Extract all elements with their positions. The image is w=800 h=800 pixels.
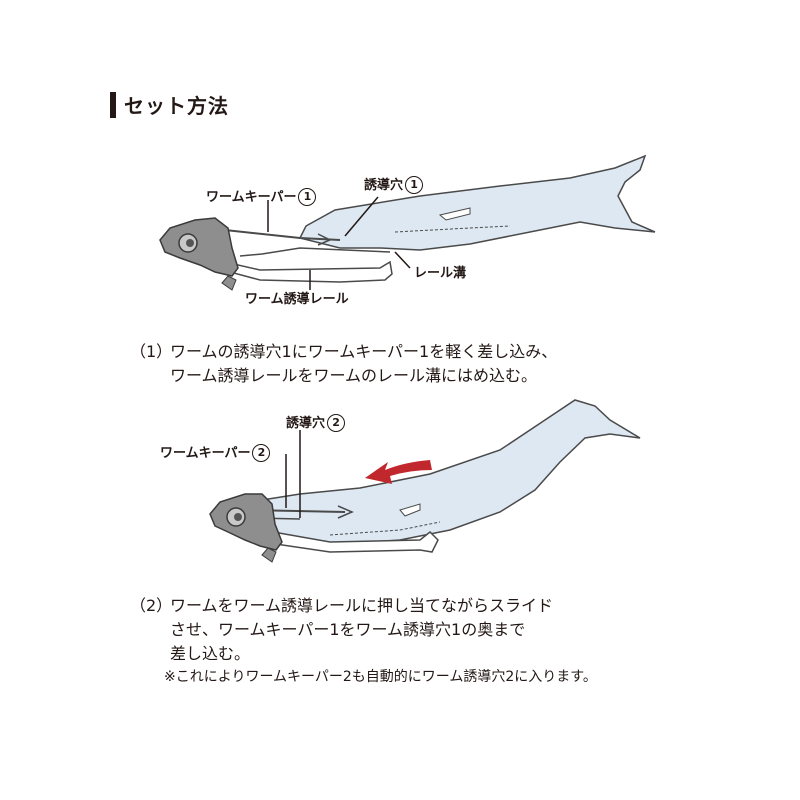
footnote: ※これによりワームキーパー2も自動的にワーム誘導穴2に入ります。 [164,669,597,685]
circled-number: 1 [405,176,424,194]
circled-number: 2 [327,414,346,432]
worm-guide-rail [261,529,439,553]
step-line: ワーム誘導レールをワームのレール溝にはめ込む。 [170,366,538,385]
step-number: （1） [130,342,173,361]
diagram-step-1 [159,154,656,291]
label-text: ワームキーパー [160,446,251,461]
step-line: させ、ワームキーパー1をワーム誘導穴1の奥まで [170,620,526,639]
label-text: 誘導穴 [364,178,404,193]
label-worm-guide-rail: ワーム誘導レール [245,292,349,307]
worm-groove [394,225,511,233]
step-number: （2） [130,596,173,615]
title-marker [110,92,116,118]
step-line: ワームの誘導穴1にワームキーパー1を軽く差し込み、 [170,342,558,361]
step-1-text: （1）ワームの誘導穴1にワームキーパー1を軽く差し込み、 ワーム誘導レールをワー… [130,340,557,388]
step-line: 差し込む。 [170,644,251,663]
label-text: ワームキーパー [206,190,297,205]
step-2-text: （2）ワームをワーム誘導レールに押し当てながらスライド させ、ワームキーパー1を… [130,594,553,666]
worm-slot [399,503,421,517]
circled-number: 2 [252,444,271,462]
worm-body [298,154,656,251]
diagram-step-2 [209,399,641,563]
worm-keeper-1-wire [224,229,341,241]
page-title: セット方法 [124,94,229,118]
slide-direction-arrow [365,460,432,484]
worm-groove [329,521,441,536]
step-line: ワームをワーム誘導レールに押し当てながらスライド [170,596,554,615]
label-text: 誘導穴 [286,416,326,431]
jig-head [159,217,239,277]
hook-eye [221,275,237,291]
hook-eye [261,547,277,563]
worm-guide-rail [223,260,393,283]
jig-head [209,493,283,551]
circled-number: 1 [298,188,317,206]
worm-slot [438,207,471,221]
label-rail-groove: レール溝 [414,266,467,281]
